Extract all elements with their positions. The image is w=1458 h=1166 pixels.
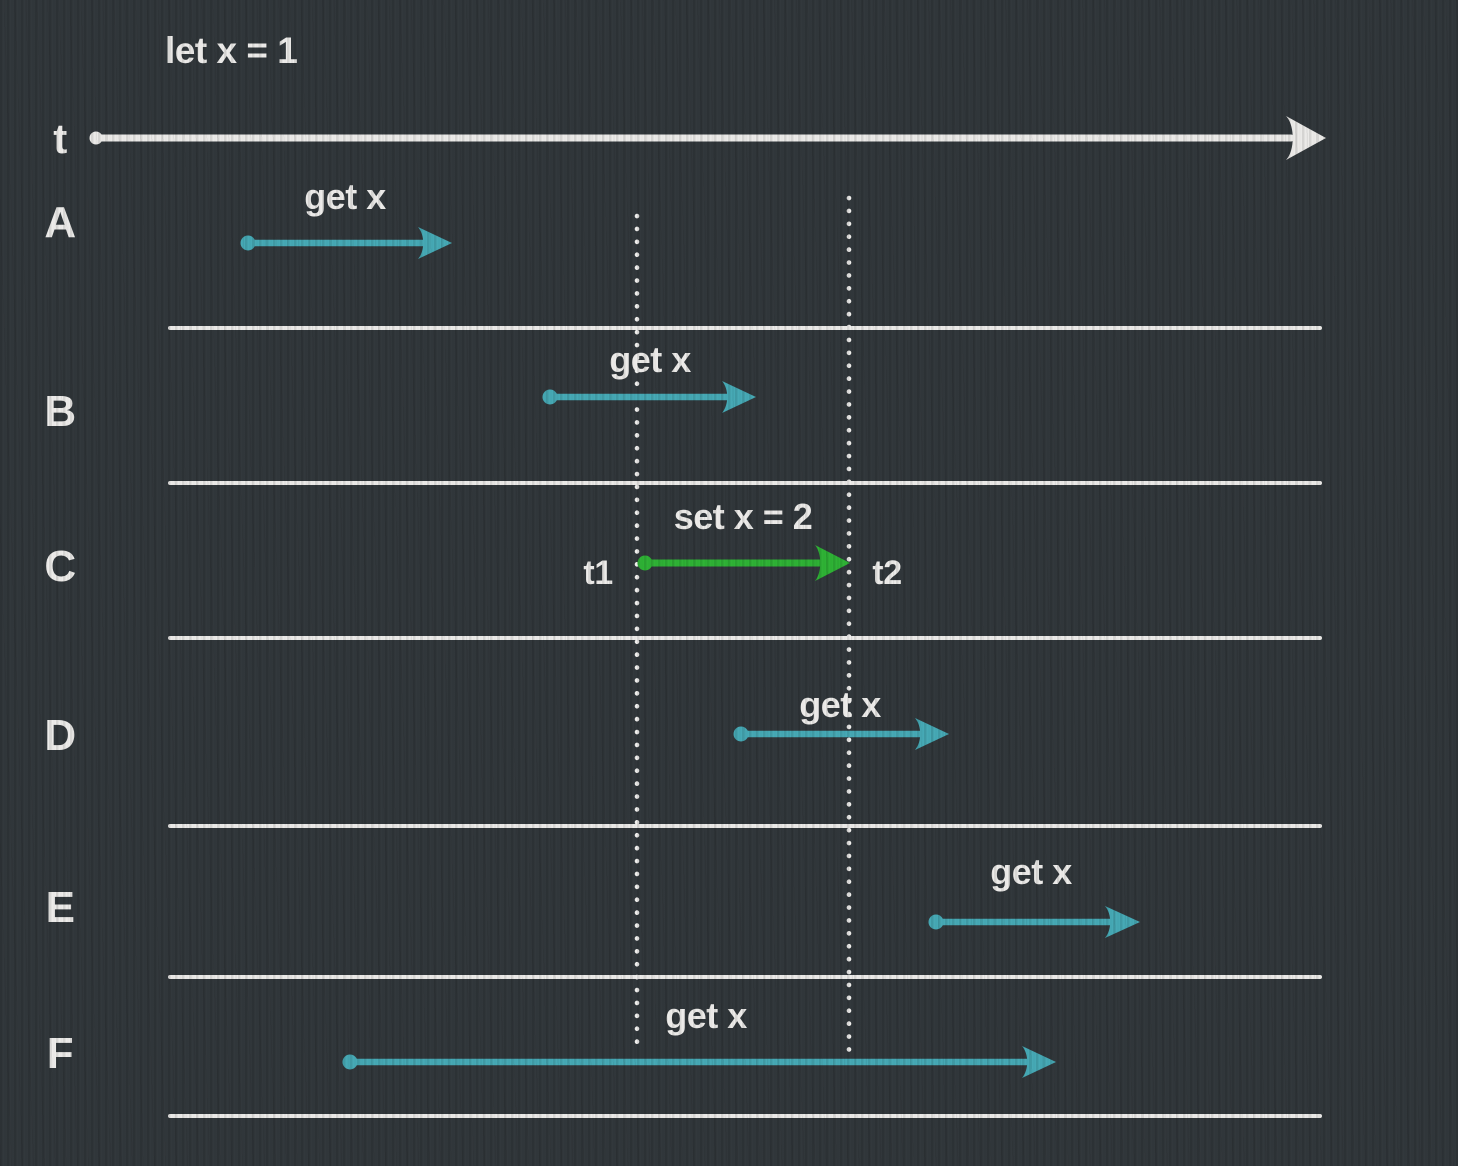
row-d-label: D (44, 711, 75, 760)
row-c: C set x = 2 t1 t2 (44, 496, 902, 592)
row-c-label: C (44, 542, 75, 591)
row-b-label: B (44, 387, 75, 436)
arrow-head (815, 545, 850, 581)
arrow-head (722, 381, 756, 413)
row-f: F get x (47, 995, 1056, 1078)
row-d: D get x (44, 684, 949, 760)
row-f-get-arrow (342, 1046, 1056, 1078)
row-e: E get x (46, 851, 1140, 938)
row-e-op-label: get x (990, 851, 1072, 892)
time-marker-lines (634, 195, 852, 1059)
t2-marker-label: t2 (872, 554, 901, 592)
row-f-label: F (47, 1029, 73, 1078)
row-f-op-label: get x (665, 995, 747, 1036)
row-b: B get x (44, 339, 756, 436)
row-e-get-arrow (928, 906, 1140, 938)
row-dividers (168, 326, 1322, 1118)
arrow-head (915, 718, 949, 750)
t1-marker-label: t1 (583, 554, 612, 592)
row-a-op-label: get x (304, 176, 386, 217)
init-statement-label: let x = 1 (165, 30, 297, 71)
time-axis-label: t (53, 115, 67, 162)
row-b-op-label: get x (609, 339, 691, 380)
time-axis: t (53, 115, 1326, 162)
arrow-head (1105, 906, 1140, 938)
time-axis-arrowhead (1286, 116, 1326, 160)
row-d-op-label: get x (799, 684, 881, 725)
row-a-label: A (44, 198, 75, 247)
row-d-get-arrow (733, 718, 949, 750)
row-b-get-arrow (542, 381, 756, 413)
arrow-head (1022, 1046, 1056, 1078)
arrow-head (418, 227, 452, 259)
row-a: A get x (44, 176, 452, 259)
row-c-set-arrow (637, 545, 850, 581)
row-c-op-label: set x = 2 (674, 496, 813, 537)
row-a-get-arrow (240, 227, 452, 259)
row-e-label: E (46, 883, 75, 932)
